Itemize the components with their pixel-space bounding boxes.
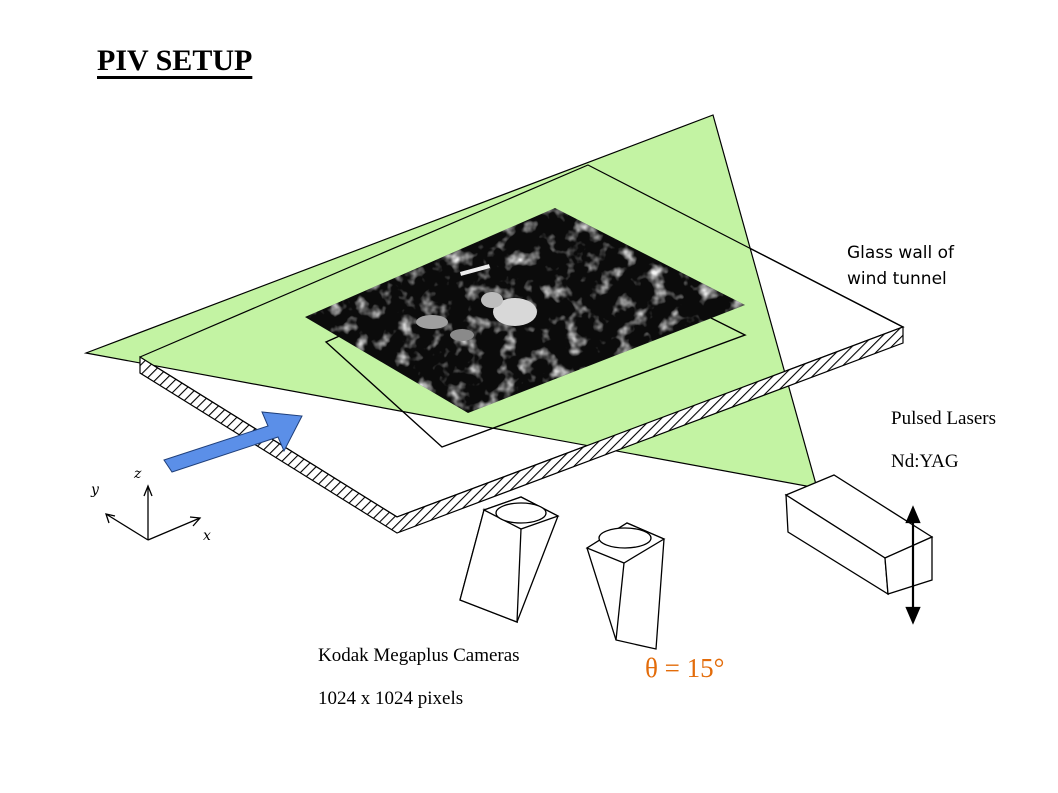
axis-y-label: y — [90, 482, 100, 498]
camera-angle-label: θ = 15° — [645, 653, 725, 683]
pulsed-laser-box — [784, 474, 934, 596]
camera-left — [459, 496, 560, 624]
glass-wall-edge — [139, 326, 904, 534]
laser-translation-arrow — [905, 505, 921, 625]
cameras-label-line2: 1024 x 1024 pixels — [318, 688, 464, 709]
axis-z-label: z — [133, 466, 142, 482]
flow-arrow — [163, 411, 303, 473]
coordinate-axes — [105, 484, 202, 541]
lasers-label-line1: Pulsed Lasers — [891, 408, 997, 429]
page-title: PIV SETUP — [97, 44, 253, 77]
glass-wall-label-line1: Glass wall of — [847, 243, 955, 263]
glass-wall-label-line2: wind tunnel — [847, 269, 947, 289]
camera-right — [585, 522, 666, 650]
cameras-label-line1: Kodak Megaplus Cameras — [318, 645, 520, 666]
glass-wall-plate-outline — [139, 164, 904, 358]
axis-x-label: x — [203, 528, 211, 544]
lasers-label-line2: Nd:YAG — [891, 451, 959, 472]
